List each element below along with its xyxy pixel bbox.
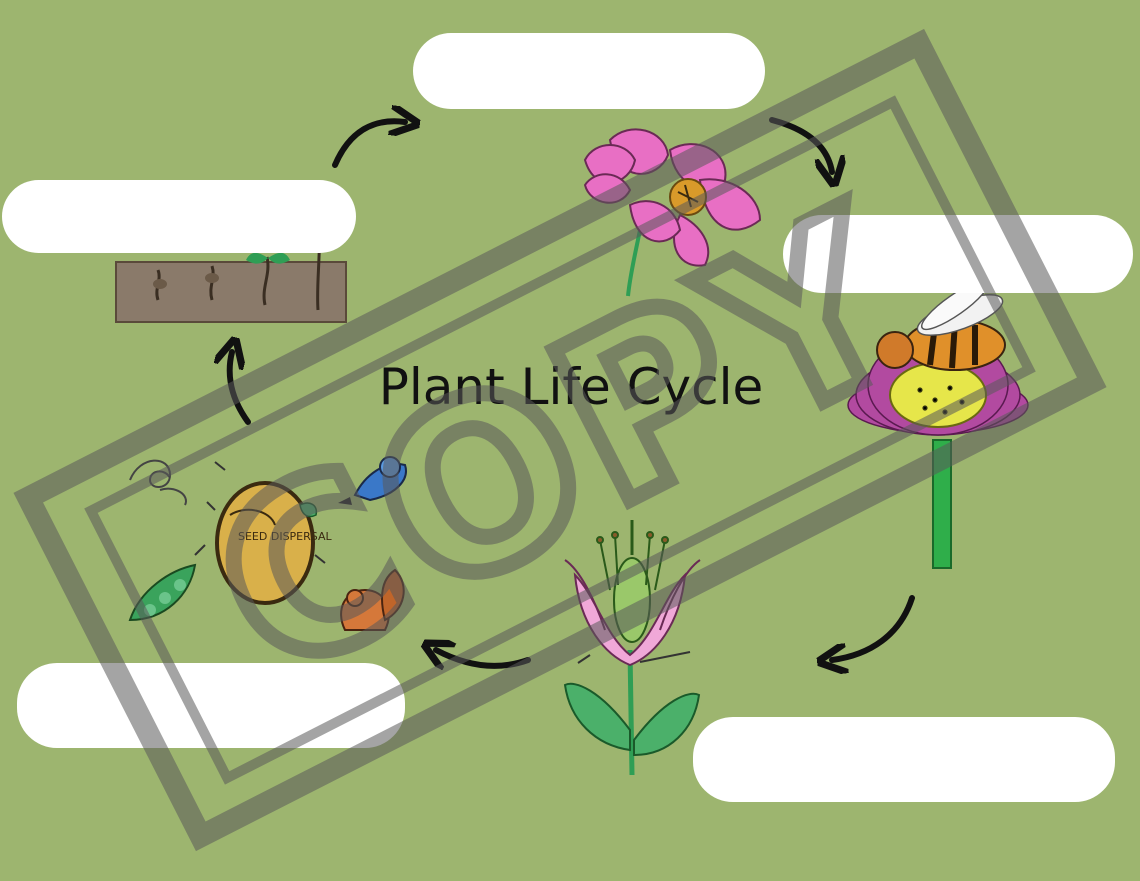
seed-label: SEED DISPERSAL <box>238 530 332 543</box>
fertilization-illustration <box>563 520 701 776</box>
label-box-seed-dispersal[interactable] <box>17 663 405 748</box>
arrow-seedling-to-flower <box>332 121 405 168</box>
label-box-fertilization[interactable] <box>693 717 1115 802</box>
flower-illustration <box>583 128 762 297</box>
arrow-fertilization-to-dispersal <box>436 650 531 666</box>
seed-dispersal-illustration: SEED DISPERSAL <box>128 456 407 631</box>
arrow-flower-to-pollination <box>769 117 832 172</box>
diagram-title: Plant Life Cycle <box>378 358 764 416</box>
arrow-dispersal-to-seedling <box>230 352 251 425</box>
pollination-illustration <box>847 279 1029 569</box>
label-box-pollination[interactable] <box>783 215 1133 293</box>
label-box-flower[interactable] <box>413 33 765 109</box>
label-box-seedling[interactable] <box>2 180 356 253</box>
arrow-pollination-to-fertilization <box>832 595 915 660</box>
